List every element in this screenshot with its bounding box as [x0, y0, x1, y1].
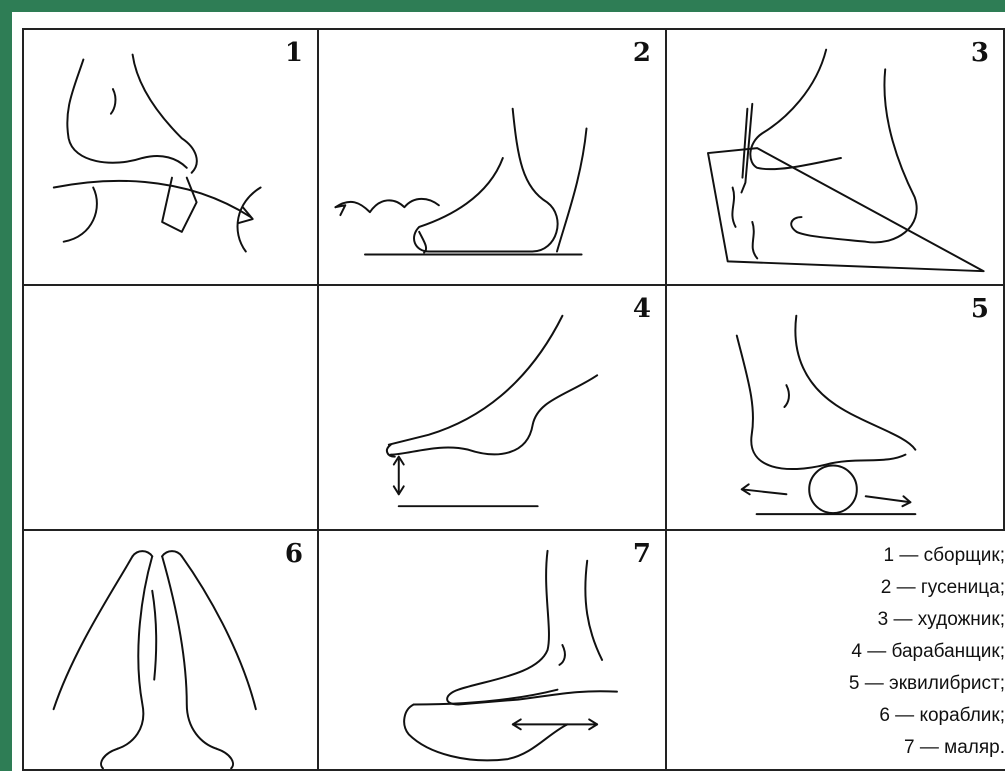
legend-item: 6 — кораблик; [879, 705, 1005, 727]
foot-artist-drawing-illustration [667, 30, 1003, 284]
panel-5: 5 [667, 286, 1005, 531]
foot-caterpillar-illustration [319, 30, 665, 284]
legend-item: 2 — гусеница; [881, 577, 1005, 599]
exercise-sheet: 1 2 3 [12, 12, 1005, 771]
foot-drummer-illustration [319, 286, 665, 529]
panel-7: 7 [319, 531, 667, 771]
feet-boat-illustration [24, 531, 317, 769]
legend-item: 4 — барабанщик; [851, 641, 1005, 663]
foot-rolling-ball-illustration [667, 286, 1003, 529]
panel-6: 6 [22, 531, 319, 771]
legend-item: 5 — эквилибрист; [849, 673, 1005, 695]
legend: 1 — сборщик; 2 — гусеница; 3 — художник;… [667, 531, 1005, 769]
panel-4: 4 [319, 286, 667, 531]
panel-1: 1 [22, 28, 319, 286]
legend-item: 7 — маляр. [904, 737, 1005, 759]
panel-3: 3 [667, 28, 1005, 286]
exercise-grid: 1 2 3 [22, 28, 1005, 771]
legend-panel: 1 — сборщик; 2 — гусеница; 3 — художник;… [667, 531, 1005, 771]
panel-2: 2 [319, 28, 667, 286]
foot-grabbing-cloth-illustration [24, 30, 317, 284]
panel-empty [22, 286, 319, 531]
foot-painter-illustration [319, 531, 665, 769]
legend-item: 3 — художник; [878, 609, 1005, 631]
legend-item: 1 — сборщик; [884, 545, 1005, 567]
